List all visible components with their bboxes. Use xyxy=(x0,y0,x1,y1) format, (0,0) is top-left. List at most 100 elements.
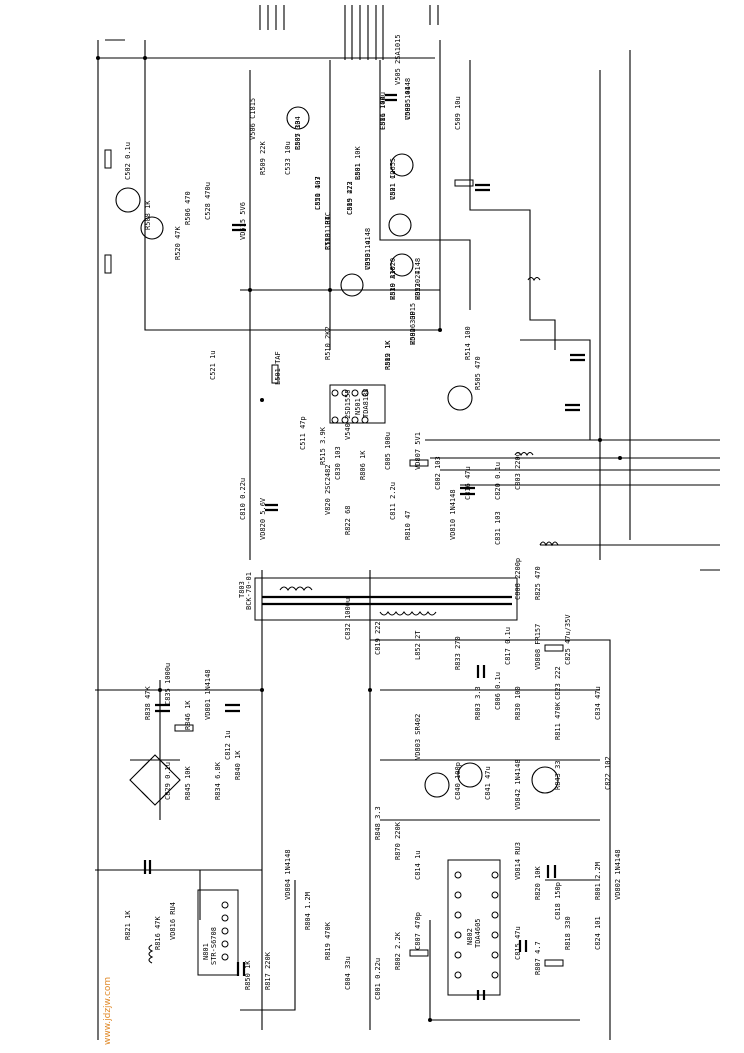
component-label: R804 1.2M xyxy=(304,892,312,930)
component-label: C809 472 xyxy=(346,181,354,215)
component-label: R839 330 xyxy=(389,266,397,300)
component-label: C831 103 xyxy=(494,511,502,545)
component-label: V505 2SA1015 xyxy=(394,34,402,85)
component-label: V510 A1020 xyxy=(389,258,397,300)
component-label: R811 470K xyxy=(554,701,562,740)
component-label: C803 220u xyxy=(514,452,522,490)
component-label: R501 10K xyxy=(354,145,362,180)
component-label: R508 1K xyxy=(144,200,152,230)
component-label: R846 1K xyxy=(184,700,192,730)
component-label: VD515 5V6 xyxy=(239,202,247,240)
component-label: L501 TAF xyxy=(274,351,282,385)
component-label: R818 330 xyxy=(564,916,572,950)
component-label: C806 0.1u xyxy=(494,672,502,710)
component-label: VD804 1N4148 xyxy=(284,849,292,900)
component-label: R825 470 xyxy=(534,566,542,600)
component-label: C829 0.1u xyxy=(164,762,172,800)
component-label: C835 1000u xyxy=(164,663,172,705)
component-label: C811 2.2u xyxy=(389,482,397,520)
transformer-label: T803 xyxy=(238,581,246,598)
chip-ref: N801 xyxy=(202,943,210,960)
component-label: VD520 4148 xyxy=(414,258,422,300)
component-label: C817 0.1u xyxy=(504,627,512,665)
component-label: C502 0.1u xyxy=(124,142,132,180)
component-label: VD810 1N4148 xyxy=(449,489,457,540)
component-label: R833 270 xyxy=(454,636,462,670)
component-label: C820 0.1u xyxy=(494,462,502,500)
component-label: C823 222 xyxy=(554,666,562,700)
component-label: RT801 PTC xyxy=(324,212,332,250)
component-label: R806 1K xyxy=(359,450,367,480)
component-label: V540 2SD1555 xyxy=(344,389,352,440)
component-label: R803 3.3 xyxy=(474,686,482,720)
component-label: C513 104 xyxy=(324,216,332,250)
component-label: R515 3.9K xyxy=(319,426,327,465)
component-label: C521 1u xyxy=(209,350,217,380)
component-label: C815 47u xyxy=(514,926,522,960)
component-label: R505 470 xyxy=(474,356,482,390)
component-label: C812 1u xyxy=(224,730,232,760)
component-label: L851 4u7 xyxy=(314,176,322,210)
component-label: R819 470K xyxy=(324,921,332,960)
component-label: R834 6.8K xyxy=(214,761,222,800)
component-label: R520 47K xyxy=(174,225,182,260)
component-label: R822 68 xyxy=(344,505,352,535)
component-label: L852 2T xyxy=(414,630,422,660)
component-label: C507 104 xyxy=(294,116,302,150)
component-label: C822 102 xyxy=(604,756,612,790)
chip-part: TDA4605 xyxy=(474,918,482,948)
component-label: VD820 5.6V xyxy=(259,497,267,540)
component-label: R838 47K xyxy=(144,685,152,720)
component-label: R817 220K xyxy=(264,951,272,990)
component-label: C511 47p xyxy=(299,416,307,450)
transistors xyxy=(115,106,559,798)
component-label: C520 103 xyxy=(314,176,322,210)
component-label: R502 330 xyxy=(409,311,417,345)
component-label: C515 223 xyxy=(346,181,354,215)
component-label: C814 1u xyxy=(414,850,422,880)
component-label: R830 100 xyxy=(514,686,522,720)
wiring xyxy=(95,5,720,1040)
component-label: R870 220K xyxy=(394,821,402,860)
component-label: C832 1000u xyxy=(344,598,352,640)
component-label: R820 10K xyxy=(534,865,542,900)
component-label: R823 27 xyxy=(414,270,422,300)
component-label: VD814 RU3 xyxy=(514,842,522,880)
component-label: C816 47u xyxy=(464,466,472,500)
component-label: R802 2.2K xyxy=(394,931,402,970)
diode-bridge xyxy=(129,754,181,806)
component-label: R810 47 xyxy=(404,510,412,540)
component-label: C821 1u xyxy=(389,170,397,200)
component-label: C819 222 xyxy=(374,621,382,655)
junctions xyxy=(96,56,622,1022)
component-label: C808 2200p xyxy=(514,558,522,600)
transformer-t803: T803 BCK-70-01 xyxy=(238,572,518,621)
component-label: R509 22K xyxy=(259,140,267,175)
component-label: R805 33 xyxy=(294,120,302,150)
component-label: R850 1K xyxy=(244,960,252,990)
passives xyxy=(104,93,585,1000)
component-label: V501 C2655 xyxy=(389,158,397,200)
chip-n501: N501 TDA8138 xyxy=(329,384,386,424)
component-label: R840 1K xyxy=(234,750,242,780)
transformer-part: BCK-70-01 xyxy=(245,572,253,610)
chip-n802: N802 TDA4605 xyxy=(447,859,501,996)
chip-part: TDA8138 xyxy=(362,388,370,418)
component-label: C830 103 xyxy=(334,446,342,480)
component-label: VD805 4148 xyxy=(404,78,412,120)
component-label: VD801 1N4148 xyxy=(204,669,212,720)
component-label: C805 100u xyxy=(384,432,392,470)
component-label: R816 47K xyxy=(154,915,162,950)
component-label: VD803 SR402 xyxy=(414,714,422,760)
component-label: V820 2SC2482 xyxy=(324,464,332,515)
component-label: C804 33u xyxy=(344,956,352,990)
component-label: C834 47u xyxy=(594,686,602,720)
component-label: VD806 GP15 xyxy=(409,303,417,345)
component-label: R807 4.7 xyxy=(534,941,542,975)
component-label: C810 0.22u xyxy=(239,478,247,520)
component-label: C833 1u xyxy=(364,240,372,270)
component-label: R514 100 xyxy=(464,326,472,360)
component-label: R801 2.2M xyxy=(594,862,602,900)
